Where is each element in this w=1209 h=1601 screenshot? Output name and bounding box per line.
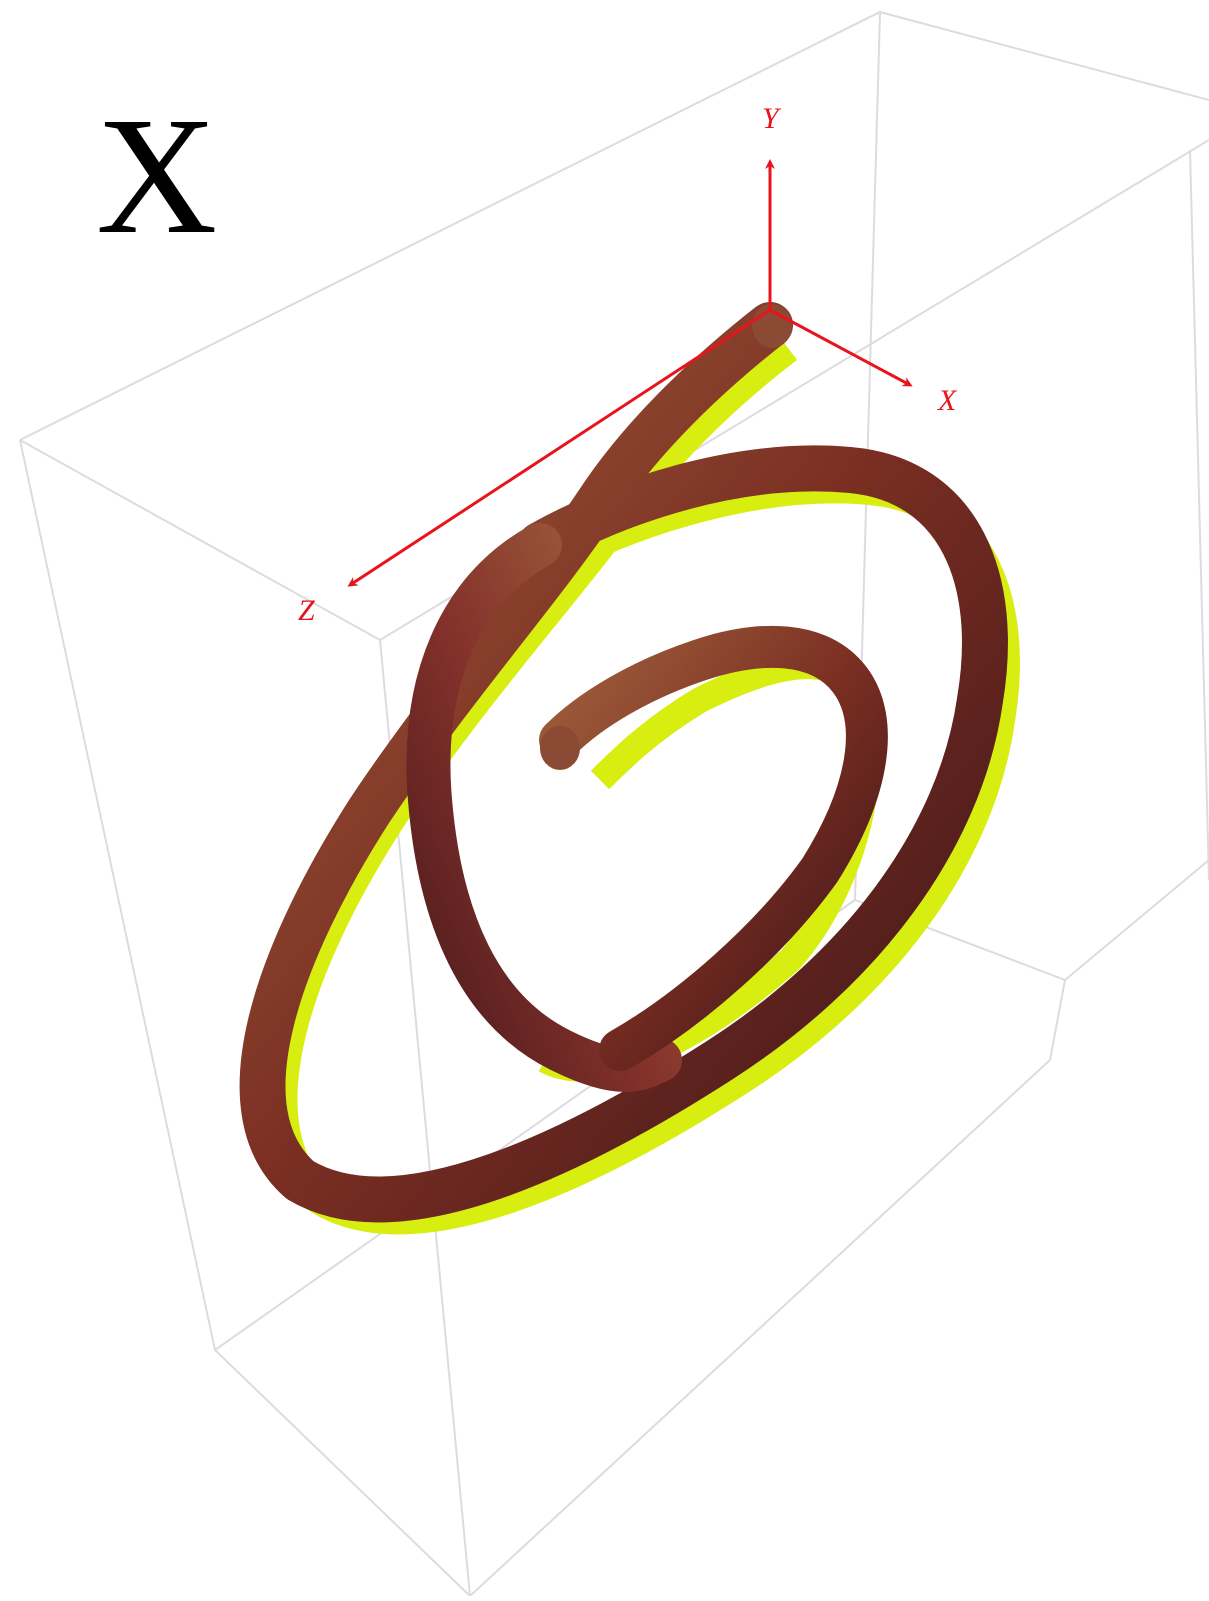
x-axis-arrow [770, 310, 910, 385]
box-edge [20, 440, 470, 1596]
tube-end-cap [540, 726, 580, 770]
panel-label: X [96, 92, 217, 260]
box-edge [1190, 150, 1209, 880]
y-axis-label: Y [762, 102, 782, 135]
x-axis-label: X [937, 384, 958, 417]
z-axis-label: Z [298, 594, 315, 627]
